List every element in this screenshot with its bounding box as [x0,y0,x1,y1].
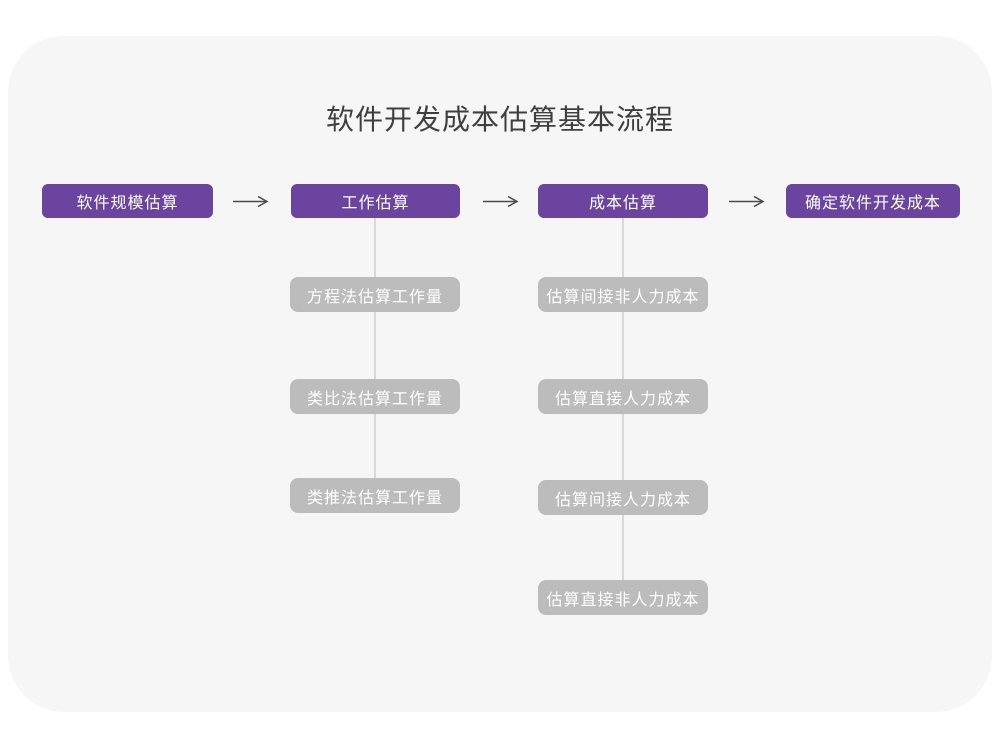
stage-software-size-estimation: 软件规模估算 [42,184,213,218]
stage-effort-estimation: 工作估算 [291,184,460,218]
substep-indirect-labor-cost: 估算间接人力成本 [538,480,708,515]
substep-analogy-method-effort: 类比法估算工作量 [290,379,460,414]
stage-label: 确定软件开发成本 [804,193,941,212]
stage-determine-development-cost: 确定软件开发成本 [786,184,960,218]
right-arrow-icon [233,195,269,208]
connector-line-work [374,218,376,481]
diagram-title: 软件开发成本估算基本流程 [325,103,674,136]
right-arrow-icon [483,195,519,208]
stage-label: 软件规模估算 [76,193,179,212]
substep-direct-labor-cost: 估算直接人力成本 [538,379,708,414]
substep-extrapolation-method-effort: 类推法估算工作量 [290,478,460,513]
substep-label: 估算间接人力成本 [554,489,691,509]
substep-label: 估算间接非人力成本 [546,286,700,306]
substep-label: 方程法估算工作量 [306,286,443,306]
stage-label: 工作估算 [341,193,410,212]
diagram-card [8,36,992,712]
substep-label: 类推法估算工作量 [306,487,443,507]
stage-cost-estimation: 成本估算 [538,184,708,218]
substep-label: 估算直接非人力成本 [546,589,700,609]
right-arrow-icon [729,195,765,208]
substep-indirect-nonlabor-cost: 估算间接非人力成本 [538,277,708,312]
substep-label: 类比法估算工作量 [306,388,443,408]
substep-label: 估算直接人力成本 [554,388,691,408]
stage-label: 成本估算 [588,193,657,212]
substep-direct-nonlabor-cost: 估算直接非人力成本 [538,580,708,615]
substep-equation-method-effort: 方程法估算工作量 [290,277,460,312]
